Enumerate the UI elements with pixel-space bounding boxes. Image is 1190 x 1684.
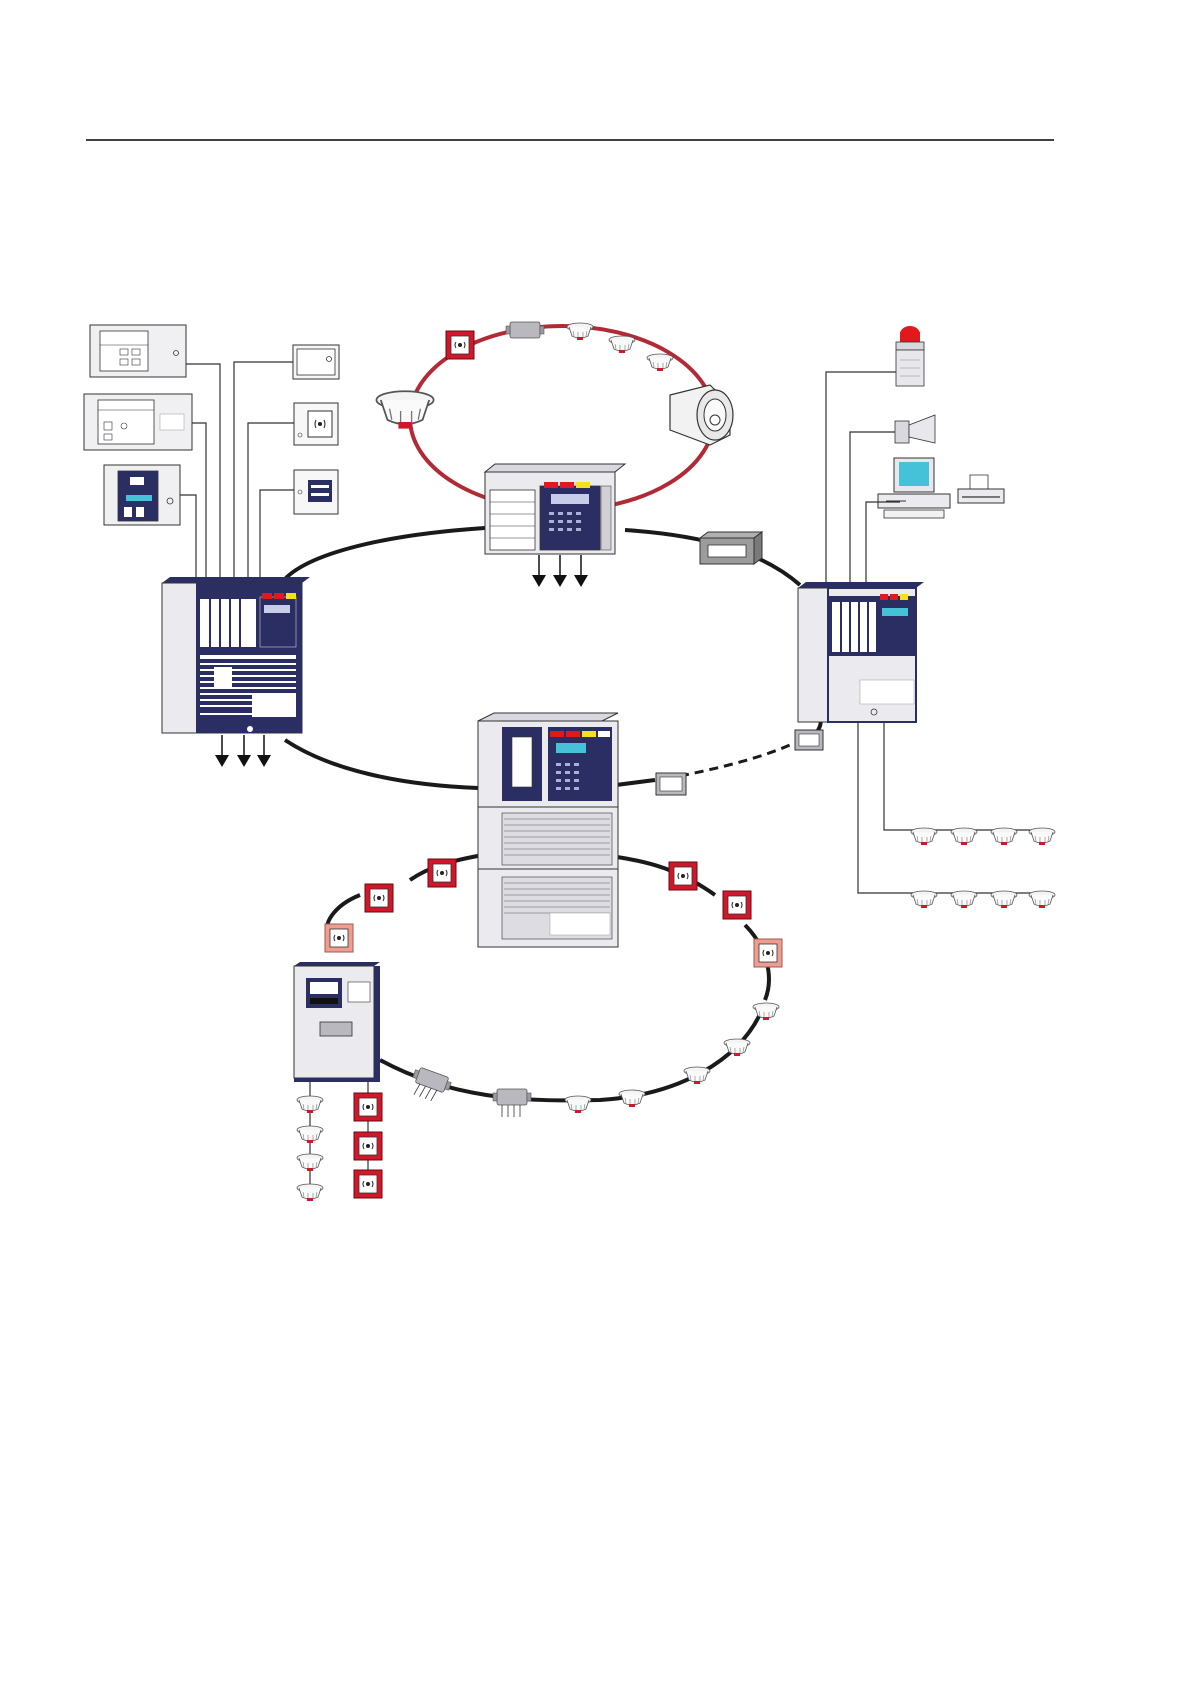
smoke-detector-icon <box>951 828 977 845</box>
smoke-detector-icon <box>911 891 937 908</box>
manual-call-point-box <box>294 403 338 445</box>
manual-call-point-icon <box>365 884 393 912</box>
loop-isolator-icon <box>506 322 544 338</box>
smoke-detector-icon <box>297 1154 323 1171</box>
manual-call-point-icon <box>354 1170 382 1198</box>
upper-panel-outputs <box>532 555 588 587</box>
horn-icon <box>670 385 733 445</box>
smoke-detector-icon <box>1029 891 1055 908</box>
fiber-converter-1 <box>795 730 823 750</box>
manual-call-point-icon <box>754 939 782 967</box>
manual-call-point-icon <box>325 924 353 952</box>
printer <box>958 475 1004 503</box>
red-loop-devices <box>376 322 733 445</box>
manual-call-point-icon <box>354 1093 382 1121</box>
key-depot-box <box>293 345 339 379</box>
smoke-detector-icon <box>297 1096 323 1113</box>
manual-call-point-icon <box>354 1132 382 1160</box>
smoke-detector-icon <box>609 336 635 353</box>
smoke-detector-icon <box>647 354 673 371</box>
left-panel-connections <box>180 362 294 588</box>
right-panel-upper-connections <box>826 372 900 588</box>
smoke-detector-icon <box>565 1096 591 1113</box>
output-arrow-icon <box>257 735 271 767</box>
smoke-detector-icon <box>991 891 1017 908</box>
manual-call-point-icon <box>723 891 751 919</box>
pc-workstation <box>878 458 950 518</box>
horn <box>895 415 935 443</box>
small-extinguishing-panel <box>294 962 380 1082</box>
operating-terminal-3 <box>104 465 180 525</box>
manual-call-point-icon <box>669 862 697 890</box>
alarm-beacon <box>896 326 924 386</box>
operating-terminal-2 <box>84 394 192 450</box>
center-fire-panel <box>478 713 618 947</box>
smoke-detector-icon <box>911 828 937 845</box>
smoke-detector-icon <box>619 1090 645 1107</box>
output-arrow-icon <box>574 555 588 587</box>
right-fire-panel <box>798 582 924 722</box>
conventional-detector-lines <box>858 722 1055 908</box>
smoke-detector-icon <box>376 391 433 428</box>
smoke-detector-icon <box>297 1184 323 1201</box>
output-arrow-icon <box>532 555 546 587</box>
smoke-detector-icon <box>1029 828 1055 845</box>
output-arrow-icon <box>215 735 229 767</box>
network-converter-gray <box>700 532 762 564</box>
output-arrow-icon <box>237 735 251 767</box>
manual-call-point-icon <box>428 859 456 887</box>
loop-isolator-icon <box>493 1089 531 1117</box>
left-fire-panel <box>162 577 310 733</box>
smoke-detector-icon <box>297 1126 323 1143</box>
smoke-detector-icon <box>951 891 977 908</box>
output-arrow-icon <box>553 555 567 587</box>
indicator-box <box>294 470 338 514</box>
extinguishing-panel-lines <box>297 1080 382 1201</box>
fiber-converter-2 <box>656 773 686 795</box>
smoke-detector-icon <box>991 828 1017 845</box>
operating-terminal-1 <box>90 325 186 377</box>
smoke-detector-icon <box>567 323 593 340</box>
upper-fire-panel <box>485 464 625 554</box>
loop-isolator-icon <box>407 1066 452 1105</box>
left-panel-outputs <box>215 735 271 767</box>
manual-call-point-icon <box>446 331 474 359</box>
